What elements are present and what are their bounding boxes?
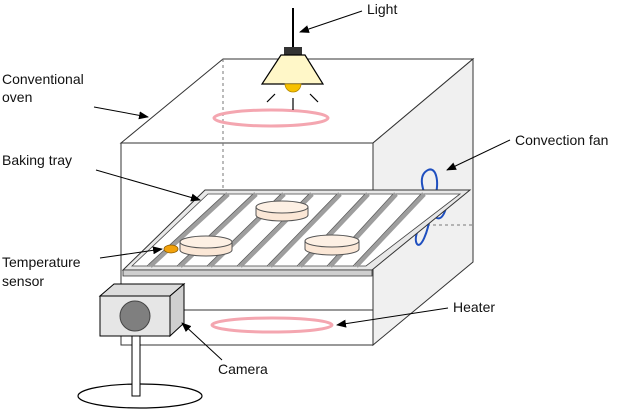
lamp-socket [284, 47, 302, 55]
camera-stand-pole [131, 335, 141, 397]
camera-lens [119, 300, 151, 332]
top-heater-ring [212, 108, 330, 128]
bottom-heater-ring [210, 316, 334, 334]
dough-piece [304, 234, 360, 256]
label-heater: Heater [453, 299, 495, 315]
label-temperature-sensor-line1: Temperature [2, 254, 81, 270]
label-light: Light [367, 1, 397, 17]
tray-front-lip [122, 269, 373, 277]
arrow-temperature-sensor [99, 246, 163, 259]
oven-box [119, 57, 475, 347]
dough-piece [255, 200, 309, 222]
lamp-bulb [284, 83, 302, 93]
arrow-camera [181, 322, 223, 361]
label-camera: Camera [218, 361, 268, 377]
arrow-convection-fan [446, 139, 511, 171]
arrow-light [299, 10, 363, 33]
label-baking-tray: Baking tray [2, 152, 72, 168]
arrow-heater [336, 307, 449, 328]
label-convection-fan: Convection fan [515, 132, 608, 148]
label-oven-line2: oven [2, 89, 32, 105]
temperature-sensor-icon [163, 244, 179, 254]
label-oven-line1: Conventional [2, 71, 84, 87]
arrow-oven [93, 106, 149, 120]
camera [77, 282, 203, 409]
lamp [260, 8, 325, 110]
light-ray [309, 93, 319, 103]
leader-arrows [93, 10, 511, 361]
lamp-shade [260, 54, 325, 85]
dough-piece [179, 235, 233, 257]
arrow-baking-tray [95, 169, 201, 202]
light-ray [266, 93, 276, 103]
label-temperature-sensor-line2: sensor [2, 273, 44, 289]
